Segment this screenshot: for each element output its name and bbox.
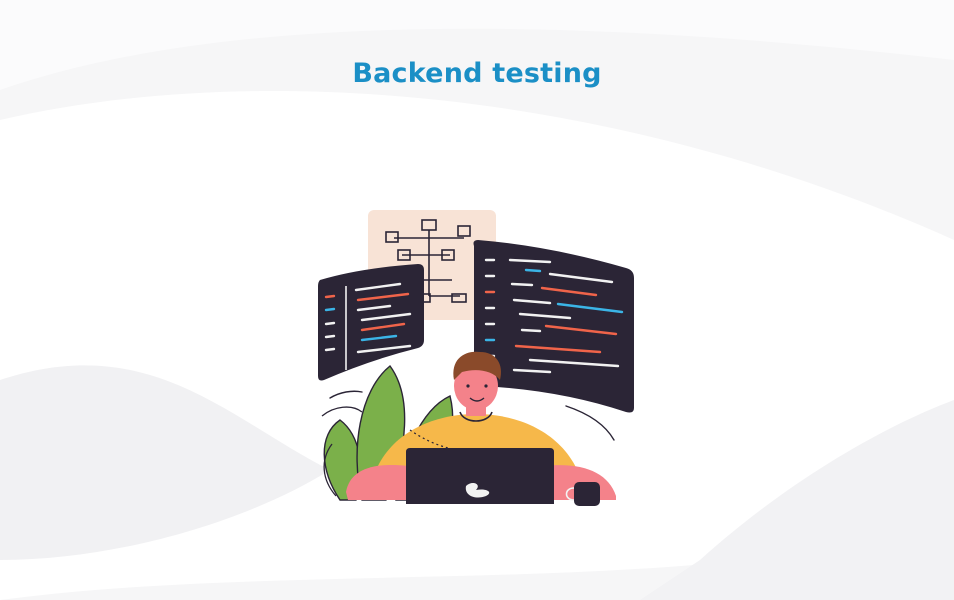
- backend-developer-illustration: [318, 210, 634, 506]
- mug-icon: [565, 482, 600, 506]
- code-screen-icon-left: [318, 264, 424, 381]
- laptop-icon: [406, 448, 554, 504]
- code-screen-icon-right: [473, 240, 634, 413]
- page-title: Backend testing: [352, 58, 602, 89]
